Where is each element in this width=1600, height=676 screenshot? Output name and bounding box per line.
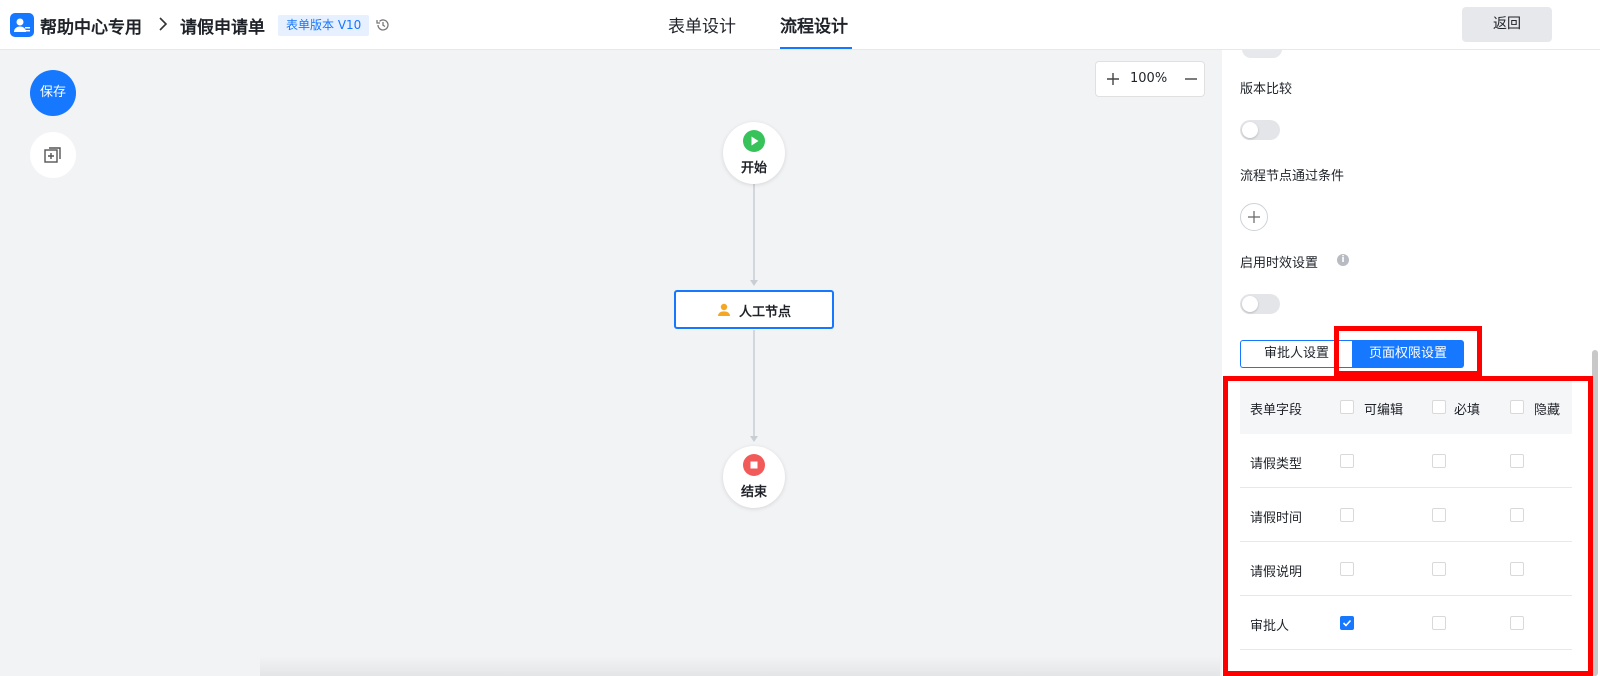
- header-field: 表单字段: [1250, 403, 1303, 418]
- panel-scrollbar[interactable]: [1592, 350, 1598, 676]
- zoom-in-icon[interactable]: [1104, 70, 1122, 88]
- info-icon[interactable]: i: [1337, 254, 1349, 266]
- chevron-right-icon: [159, 17, 168, 31]
- plus-icon: [1248, 211, 1260, 223]
- hidden-checkbox[interactable]: [1510, 616, 1524, 630]
- app-user-icon: [10, 13, 34, 37]
- end-node-label: 结束: [740, 485, 767, 500]
- copy-button[interactable]: [30, 132, 76, 178]
- add-condition-button[interactable]: [1240, 203, 1268, 231]
- required-checkbox[interactable]: [1432, 454, 1446, 468]
- zoom-control: 100%: [1095, 61, 1205, 97]
- select-all-required-checkbox[interactable]: [1432, 400, 1446, 414]
- canvas-bottom-shadow: [260, 656, 1220, 676]
- active-tab-indicator: [780, 47, 852, 49]
- check-icon: [1342, 619, 1352, 627]
- editable-checkbox[interactable]: [1340, 616, 1354, 630]
- flow-connectors: [750, 184, 758, 442]
- version-compare-toggle[interactable]: [1240, 120, 1280, 140]
- toggle-knob: [1242, 122, 1258, 138]
- version-badge: 表单版本 V10: [278, 15, 370, 36]
- field-name: 请假时间: [1250, 511, 1303, 526]
- partial-toggle[interactable]: [1242, 50, 1282, 58]
- manual-node-label: 人工节点: [739, 305, 792, 320]
- header-editable: 可编辑: [1364, 403, 1404, 418]
- field-name: 请假说明: [1250, 565, 1303, 580]
- play-icon: [743, 130, 765, 152]
- required-checkbox[interactable]: [1432, 616, 1446, 630]
- pass-condition-label: 流程节点通过条件: [1240, 169, 1345, 184]
- editable-checkbox[interactable]: [1340, 454, 1354, 468]
- toggle-knob: [1242, 296, 1258, 312]
- timeliness-label: 启用时效设置: [1240, 256, 1319, 271]
- tab-page-permission-settings[interactable]: 页面权限设置: [1352, 340, 1464, 368]
- start-node-label: 开始: [740, 161, 767, 176]
- zoom-level: 100%: [1130, 71, 1168, 86]
- header-hidden: 隐藏: [1534, 403, 1561, 418]
- top-header: 帮助中心专用 请假申请单 表单版本 V10 表单设计 流程设计 返回: [0, 0, 1600, 50]
- copy-add-icon: [44, 147, 61, 163]
- zoom-out-icon[interactable]: [1182, 70, 1200, 88]
- tab-flow-design[interactable]: 流程设计: [780, 17, 848, 37]
- table-row: 请假说明: [1240, 542, 1572, 596]
- app-name[interactable]: 帮助中心专用: [40, 18, 142, 38]
- node-properties-panel: 版本比较 流程节点通过条件 启用时效设置 i 审批人设置 页面权限设置 表单字段…: [1222, 50, 1600, 676]
- start-node[interactable]: 开始: [723, 122, 785, 184]
- person-stamp-icon: [718, 303, 730, 316]
- hidden-checkbox[interactable]: [1510, 508, 1524, 522]
- back-button[interactable]: 返回: [1462, 7, 1552, 42]
- header-required: 必填: [1454, 403, 1481, 418]
- field-name: 请假类型: [1250, 457, 1303, 472]
- required-checkbox[interactable]: [1432, 508, 1446, 522]
- hidden-checkbox[interactable]: [1510, 454, 1524, 468]
- save-button[interactable]: 保存: [30, 70, 76, 116]
- table-header: 表单字段 可编辑 必填 隐藏: [1240, 380, 1572, 434]
- select-all-editable-checkbox[interactable]: [1340, 400, 1354, 414]
- manual-node[interactable]: 人工节点: [674, 290, 834, 329]
- required-checkbox[interactable]: [1432, 562, 1446, 576]
- field-name: 审批人: [1250, 619, 1290, 634]
- history-icon[interactable]: [375, 17, 391, 33]
- table-row: 请假类型: [1240, 434, 1572, 488]
- hidden-checkbox[interactable]: [1510, 562, 1524, 576]
- table-row: 审批人: [1240, 596, 1572, 650]
- tab-form-design[interactable]: 表单设计: [668, 17, 736, 37]
- stop-icon: [743, 454, 765, 476]
- timeliness-toggle[interactable]: [1240, 294, 1280, 314]
- form-name: 请假申请单: [180, 18, 265, 38]
- table-row: 请假时间: [1240, 488, 1572, 542]
- editable-checkbox[interactable]: [1340, 562, 1354, 576]
- version-compare-label: 版本比较: [1240, 82, 1293, 97]
- end-node[interactable]: 结束: [723, 446, 785, 508]
- editable-checkbox[interactable]: [1340, 508, 1354, 522]
- select-all-hidden-checkbox[interactable]: [1510, 400, 1524, 414]
- tab-approver-settings[interactable]: 审批人设置: [1240, 340, 1352, 368]
